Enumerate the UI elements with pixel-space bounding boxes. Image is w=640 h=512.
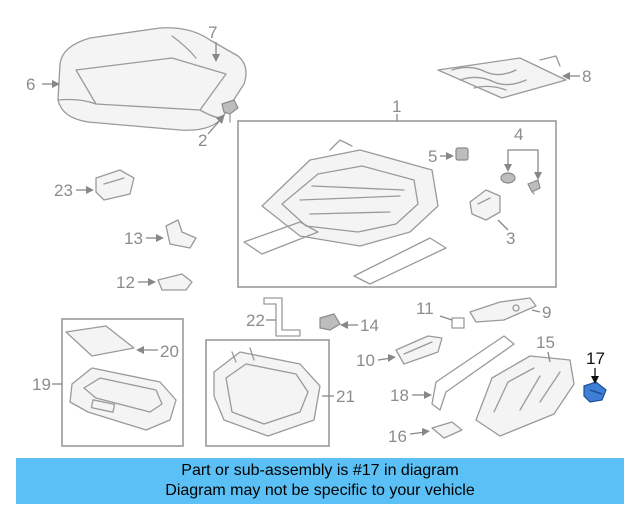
bracket-part-13 — [165, 219, 197, 249]
callout-19: 19 — [32, 375, 51, 394]
highlighted-part-17 — [583, 381, 607, 403]
clip-part-14 — [319, 313, 341, 331]
callout-15: 15 — [536, 333, 555, 352]
bracket-part-12 — [157, 273, 193, 291]
nut-bolt-part-4 — [500, 172, 541, 195]
callout-2: 2 — [198, 131, 207, 150]
tray-group-box — [205, 339, 330, 447]
info-banner: Part or sub-assembly is #17 in diagram D… — [16, 458, 624, 504]
cap-part-5 — [455, 147, 469, 161]
callout-4: 4 — [514, 125, 523, 144]
callout-23: 23 — [54, 181, 73, 200]
tray-part-21 — [213, 347, 321, 437]
callout-14: 14 — [360, 316, 379, 335]
callout-11: 11 — [416, 299, 434, 318]
clip-part-2 — [221, 99, 239, 123]
callout-12: 12 — [116, 273, 135, 292]
console-group-box — [61, 318, 184, 447]
callout-3: 3 — [506, 229, 515, 248]
callout-10: 10 — [356, 351, 375, 370]
mat-part-20 — [65, 325, 135, 357]
callout-13: 13 — [124, 229, 143, 248]
callout-16: 16 — [388, 427, 407, 446]
banner-line-disclaimer: Diagram may not be specific to your vehi… — [165, 482, 475, 499]
motor-part-3 — [469, 189, 501, 221]
callout-1: 1 — [392, 97, 401, 116]
callout-22: 22 — [246, 311, 265, 330]
parts-diagram: 6 7 2 8 1 5 4 — [26, 23, 607, 447]
frame-wire-part-18 — [431, 335, 515, 411]
heater-mat-part — [437, 55, 567, 99]
trim-part-9 — [469, 297, 537, 323]
switch-part-23 — [95, 169, 135, 201]
bracket-part-22 — [263, 297, 301, 337]
seat-frame-part — [243, 139, 447, 285]
callout-7: 7 — [208, 23, 217, 42]
callout-18: 18 — [390, 386, 409, 405]
clip-part-11 — [451, 317, 465, 329]
side-shield-part-15 — [475, 355, 575, 437]
banner-line-part-info: Part or sub-assembly is #17 in diagram — [181, 462, 459, 479]
seat-cushion-part — [57, 27, 247, 131]
clip-part-16 — [431, 421, 463, 439]
callout-9: 9 — [542, 303, 551, 322]
callout-6: 6 — [26, 75, 35, 94]
storage-tray-part-19 — [69, 367, 177, 431]
callout-20: 20 — [160, 342, 179, 361]
callout-17: 17 — [586, 349, 605, 368]
callout-8: 8 — [582, 67, 591, 86]
callout-5: 5 — [428, 147, 437, 166]
handle-part-10 — [395, 335, 443, 365]
callout-21: 21 — [336, 387, 355, 406]
